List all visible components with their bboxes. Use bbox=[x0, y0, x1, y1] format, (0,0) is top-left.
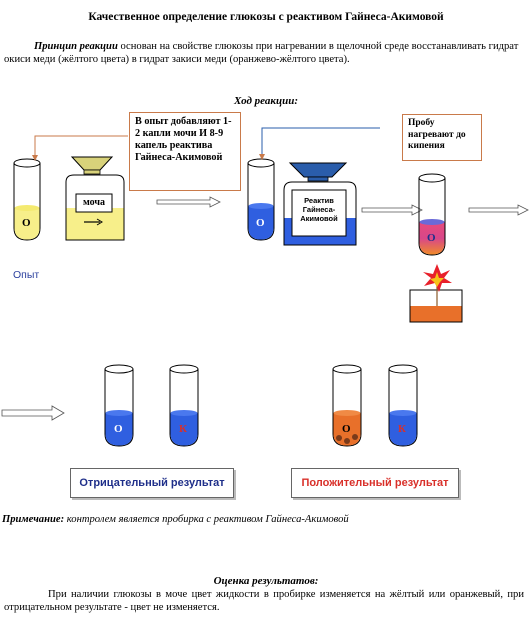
page-title: Качественное определение глюкозы с реакт… bbox=[88, 11, 444, 23]
negative-o-label: О bbox=[114, 423, 123, 435]
arrow-1 bbox=[156, 196, 221, 208]
evaluation-text: При наличии глюкозы в моче цвет жидкости… bbox=[4, 589, 524, 613]
positive-k-label: К bbox=[398, 423, 406, 435]
step1-jar-label: моча bbox=[82, 197, 106, 208]
negative-result-label: Отрицательный результат bbox=[70, 468, 234, 498]
arrow-2 bbox=[361, 204, 423, 216]
principle-lead: Принцип реакции bbox=[34, 41, 118, 52]
step1-tube-label: О bbox=[22, 217, 31, 229]
positive-tube-k bbox=[388, 364, 418, 447]
step1-caption: Опыт bbox=[13, 269, 40, 281]
step2-pipette-line bbox=[261, 127, 380, 153]
step1-pipette-line bbox=[34, 135, 128, 155]
step1-tube bbox=[13, 158, 41, 241]
note: Примечание: контролем является пробирка … bbox=[2, 514, 349, 525]
procedure-title: Ход реакции: bbox=[233, 95, 298, 107]
step2-tube-label: О bbox=[256, 217, 265, 229]
positive-tube-o bbox=[332, 364, 362, 447]
burner bbox=[409, 285, 463, 323]
positive-o-label: О bbox=[342, 423, 351, 435]
step2-instruction-box: В опыт добавляют 1-2 капли мочи И 8-9 ка… bbox=[129, 112, 241, 191]
step1-jar bbox=[65, 156, 125, 241]
arrow-4 bbox=[1, 405, 65, 421]
positive-result-label: Положительный результат bbox=[291, 468, 459, 498]
precipitate-dot bbox=[344, 438, 350, 444]
step3-instruction-box: Пробу нагревают до кипения bbox=[402, 114, 482, 161]
step2-jar-label: Реактив Гайнеса-Акимовой bbox=[300, 196, 338, 223]
principle-paragraph: Принцип реакции основан на свойстве глюк… bbox=[4, 40, 524, 66]
note-text: контролем является пробирка с реактивом … bbox=[64, 514, 349, 525]
step2-jar bbox=[283, 162, 357, 246]
precipitate-dot bbox=[352, 434, 358, 440]
flame-icon bbox=[423, 264, 452, 292]
principle-text: основан на свойстве глюкозы при нагреван… bbox=[4, 41, 519, 65]
precipitate-dot bbox=[336, 435, 342, 441]
evaluation-title: Оценка результатов: bbox=[213, 575, 319, 587]
negative-k-label: К bbox=[179, 423, 187, 435]
step3-tube bbox=[418, 173, 446, 256]
step3-tube-label: О bbox=[427, 232, 436, 244]
negative-tube-k bbox=[169, 364, 199, 447]
negative-tube-o bbox=[104, 364, 134, 447]
arrow-3 bbox=[468, 204, 529, 216]
note-lead: Примечание: bbox=[2, 514, 65, 525]
step2-tube bbox=[247, 158, 275, 241]
